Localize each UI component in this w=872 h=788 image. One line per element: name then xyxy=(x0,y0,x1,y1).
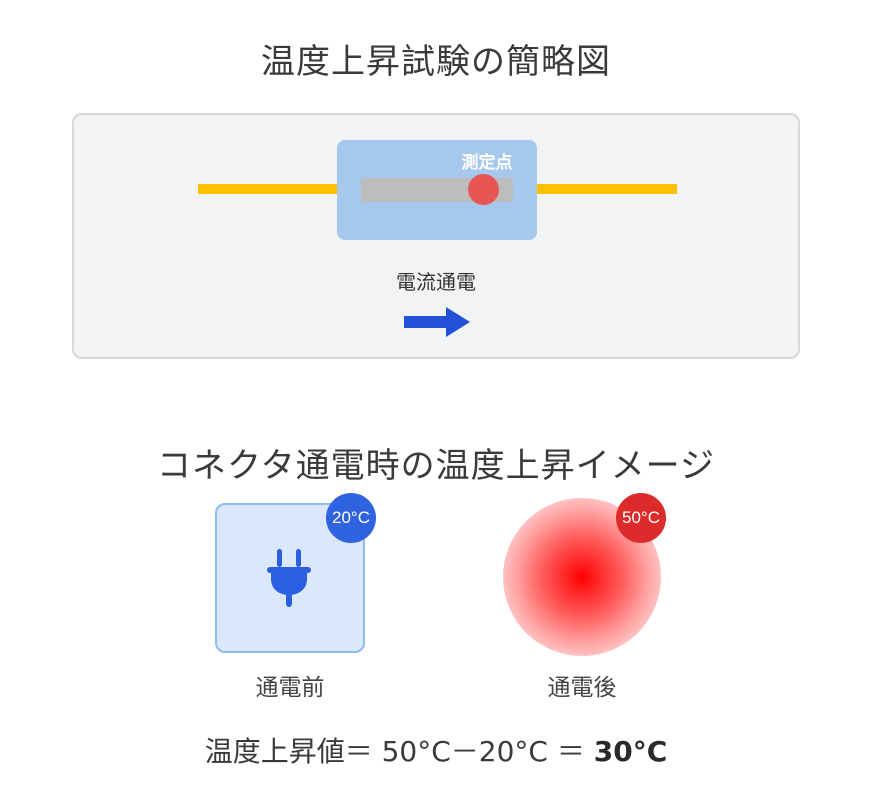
temperature-badge-before: 20°C xyxy=(326,493,376,543)
measurement-point-label: 測定点 xyxy=(461,153,513,173)
before-label: 通電前 xyxy=(255,675,325,701)
current-label: 電流通電 xyxy=(396,270,476,294)
wire-right xyxy=(507,184,677,194)
plug-icon xyxy=(267,549,311,607)
formula-expression: 温度上昇値＝ 50°C－20°C ＝ xyxy=(204,735,594,768)
temperature-rise-formula: 温度上昇値＝ 50°C－20°C ＝ 30°C xyxy=(0,730,872,770)
diagram-title: 温度上昇試験の簡略図 xyxy=(261,42,611,82)
formula-result: 30°C xyxy=(593,735,668,768)
temperature-badge-after: 50°C xyxy=(616,493,666,543)
measurement-point xyxy=(468,174,499,205)
right-arrow-icon xyxy=(404,307,470,337)
after-label: 通電後 xyxy=(547,675,617,701)
wire-left xyxy=(198,184,368,194)
comparison-title: コネクタ通電時の温度上昇イメージ xyxy=(157,446,715,486)
